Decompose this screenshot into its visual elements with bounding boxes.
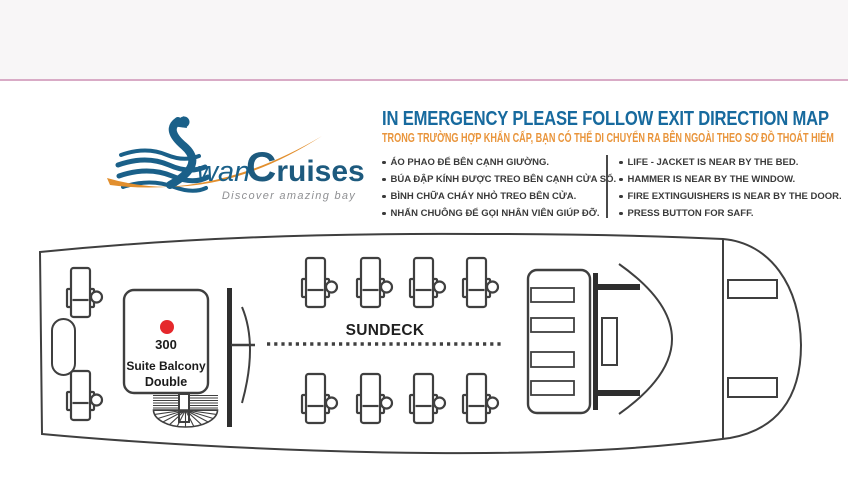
- list-item-text: FIRE EXTINGUISHERS IS NEAR BY THE DOOR.: [627, 191, 842, 202]
- room-type-label-line1: Suite Balcony: [126, 359, 206, 373]
- sun-lounger-icon: [461, 256, 500, 309]
- bulkhead-wall: [593, 273, 598, 410]
- sun-lounger-icon: [408, 256, 447, 309]
- bulkhead-wall: [227, 288, 232, 427]
- emergency-list-english: LIFE - JACKET IS NEAR BY THE BED. HAMMER…: [619, 154, 842, 222]
- location-marker-dot: [160, 320, 174, 334]
- bullet-icon: [619, 177, 623, 182]
- sun-lounger-icon: [300, 256, 339, 309]
- mast-davit-icon: [231, 306, 255, 404]
- emergency-instructions: IN EMERGENCY PLEASE FOLLOW EXIT DIRECTIO…: [382, 109, 848, 222]
- boat-hull-outline: [38, 232, 803, 455]
- emergency-list-vietnamese: ÁO PHAO ĐỂ BÊN CẠNH GIƯỜNG. BÚA ĐẬP KÍNH…: [382, 154, 616, 222]
- sun-lounger-icon: [300, 372, 339, 425]
- sun-lounger-icon: [65, 369, 104, 422]
- oval-table-icon: [51, 318, 76, 376]
- bullet-icon: [382, 194, 386, 199]
- list-item: FIRE EXTINGUISHERS IS NEAR BY THE DOOR.: [619, 188, 842, 205]
- windshield-arc: [618, 263, 673, 415]
- bullet-icon: [382, 211, 386, 216]
- bullet-icon: [619, 160, 623, 165]
- bullet-icon: [382, 160, 386, 165]
- sun-lounger-icon: [65, 266, 104, 319]
- logo-word-swan: wan: [197, 156, 250, 188]
- bullet-icon: [382, 177, 386, 182]
- list-item: HAMMER IS NEAR BY THE WINDOW.: [619, 171, 842, 188]
- bullet-icon: [619, 211, 623, 216]
- staircase-icon: [152, 393, 219, 428]
- column-divider: [606, 155, 608, 218]
- room-300-suite: [122, 288, 210, 395]
- deck-plan-diagram: 300 Suite Balcony Double SUNDECK: [38, 232, 803, 455]
- swan-neck-icon: [166, 116, 197, 189]
- room-number-label: 300: [155, 337, 177, 352]
- sundeck-label: SUNDECK: [346, 322, 425, 339]
- list-item-text: HAMMER IS NEAR BY THE WINDOW.: [627, 174, 796, 185]
- sun-lounger-icon: [408, 372, 447, 425]
- sun-lounger-icon: [355, 372, 394, 425]
- room-type-label-line2: Double: [145, 375, 187, 389]
- bow-seat-icon: [727, 377, 778, 398]
- list-item: PRESS BUTTON FOR SAFF.: [619, 205, 842, 222]
- bow-seat-icon: [727, 279, 778, 299]
- list-item: LIFE - JACKET IS NEAR BY THE BED.: [619, 154, 842, 171]
- console-icon: [601, 317, 618, 366]
- logo-word-cruises: Cruises: [246, 143, 365, 190]
- wing-wall-top: [598, 284, 640, 290]
- bullet-icon: [619, 194, 623, 199]
- sun-lounger-icon: [461, 372, 500, 425]
- emergency-bullet-columns: ÁO PHAO ĐỂ BÊN CẠNH GIƯỜNG. BÚA ĐẬP KÍNH…: [382, 154, 848, 222]
- list-item-text: LIFE - JACKET IS NEAR BY THE BED.: [627, 157, 799, 168]
- list-item: NHẤN CHUÔNG ĐỂ GỌI NHÂN VIÊN GIÚP ĐỠ.: [382, 205, 606, 222]
- emergency-title: IN EMERGENCY PLEASE FOLLOW EXIT DIRECTIO…: [382, 108, 829, 130]
- wing-wall-bottom: [598, 390, 640, 396]
- top-banner: [0, 0, 848, 81]
- list-item: BÌNH CHỮA CHÁY NHỎ TREO BÊN CỬA.: [382, 188, 606, 205]
- list-item: BÚA ĐẬP KÍNH ĐƯỢC TREO BÊN CẠNH CỬA SỔ.: [382, 171, 616, 188]
- list-item: ÁO PHAO ĐỂ BÊN CẠNH GIƯỜNG.: [382, 154, 606, 171]
- list-item-text: ÁO PHAO ĐỂ BÊN CẠNH GIƯỜNG.: [390, 157, 550, 168]
- sun-lounger-icon: [355, 256, 394, 309]
- list-item-text: NHẤN CHUÔNG ĐỂ GỌI NHÂN VIÊN GIÚP ĐỠ.: [390, 208, 600, 219]
- bar-area-icon: [526, 268, 592, 415]
- list-item-text: PRESS BUTTON FOR SAFF.: [627, 208, 754, 219]
- list-item-text: BÚA ĐẬP KÍNH ĐƯỢC TREO BÊN CẠNH CỬA SỔ.: [390, 174, 617, 185]
- swan-cruises-logo: wan Cruises Discover amazing bay: [107, 116, 365, 202]
- logo-tagline: Discover amazing bay: [222, 190, 356, 202]
- emergency-subtitle: TRONG TRƯỜNG HỢP KHẨN CẤP, BẠN CÓ THỂ DI…: [382, 130, 834, 145]
- list-item-text: BÌNH CHỮA CHÁY NHỎ TREO BÊN CỬA.: [390, 191, 577, 202]
